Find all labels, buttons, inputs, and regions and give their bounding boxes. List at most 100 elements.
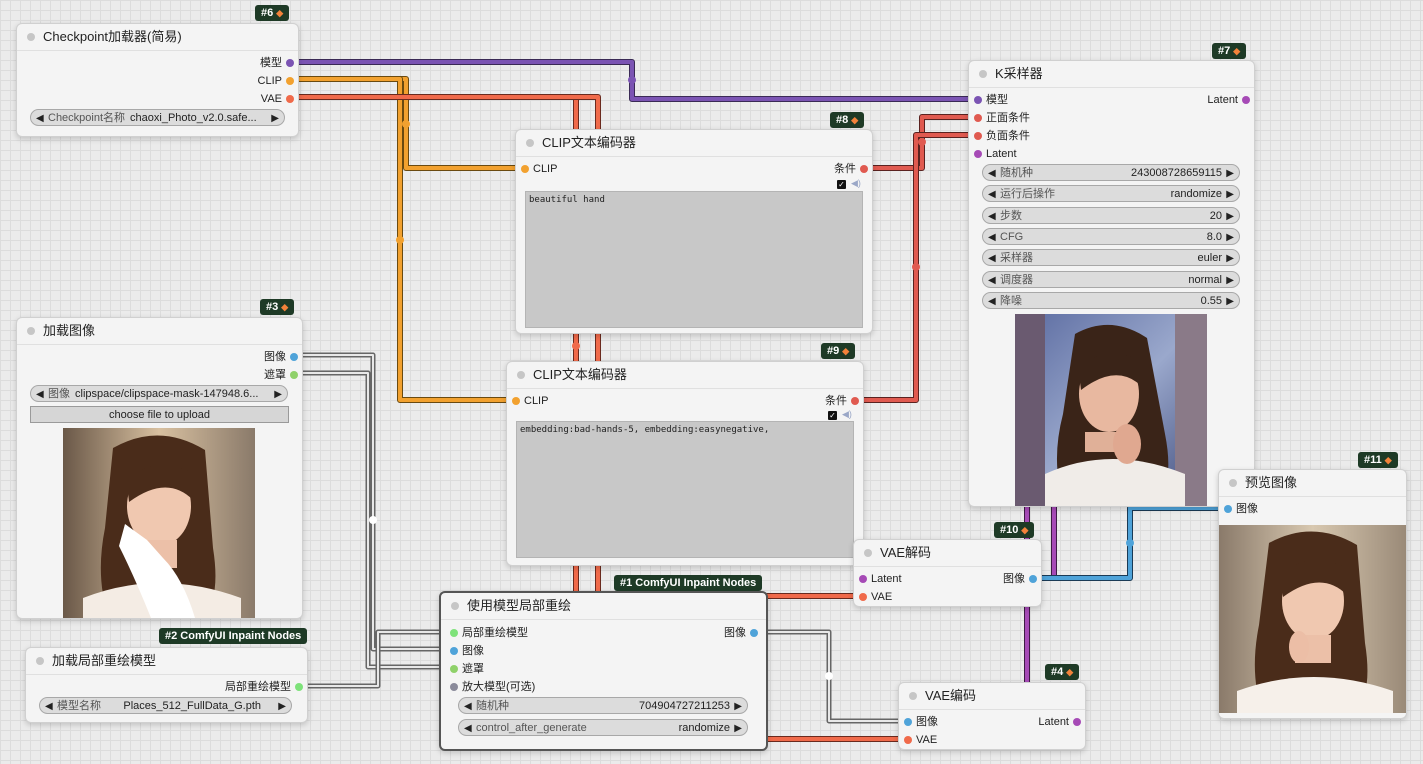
fox-icon: ◆ bbox=[1384, 455, 1392, 465]
collapse-dot-icon[interactable] bbox=[36, 657, 44, 665]
input-model[interactable]: 模型 bbox=[974, 92, 1008, 108]
output-image[interactable]: 图像 bbox=[1003, 571, 1037, 587]
fox-icon: ◆ bbox=[1233, 46, 1241, 56]
wire-image-preview bbox=[1032, 505, 1226, 581]
input-mask[interactable]: 遮罩 bbox=[450, 661, 484, 677]
input-clip[interactable]: CLIP bbox=[512, 393, 548, 409]
input-vae[interactable]: VAE bbox=[904, 732, 937, 748]
node-badge: #2 ComfyUI Inpaint Nodes bbox=[159, 628, 308, 644]
input-image[interactable]: 图像 bbox=[450, 643, 484, 659]
wire-clip-negative bbox=[290, 76, 512, 403]
input-positive[interactable]: 正面条件 bbox=[974, 110, 1030, 126]
node-title[interactable]: 预览图像 bbox=[1219, 470, 1406, 497]
wire-inpaint-model bbox=[297, 629, 452, 689]
output-latent[interactable]: Latent bbox=[1207, 92, 1250, 108]
wire-clip-positive bbox=[290, 76, 521, 171]
fox-icon: ◆ bbox=[281, 302, 289, 312]
checkmark-icon[interactable]: ✓ bbox=[837, 180, 846, 189]
collapse-dot-icon[interactable] bbox=[864, 549, 872, 557]
node-title[interactable]: 加载局部重绘模型 bbox=[26, 648, 307, 675]
node-badge: #10◆ bbox=[994, 522, 1035, 538]
node-title[interactable]: 加载图像 bbox=[17, 318, 302, 345]
node-title[interactable]: VAE编码 bbox=[899, 683, 1085, 710]
output-model[interactable]: 模型 bbox=[260, 55, 294, 71]
output-image[interactable]: 图像 bbox=[264, 349, 298, 365]
output-latent[interactable]: Latent bbox=[1038, 714, 1081, 730]
output-image[interactable]: 图像 bbox=[724, 625, 758, 641]
input-image[interactable]: 图像 bbox=[1224, 501, 1258, 517]
collapse-dot-icon[interactable] bbox=[27, 327, 35, 335]
node-badge: #11◆ bbox=[1358, 452, 1398, 468]
node-badge: #4◆ bbox=[1045, 664, 1080, 680]
speaker-icon[interactable]: ◀) bbox=[851, 178, 861, 188]
clip-text-encode-positive-node[interactable]: CLIP文本编码器 CLIP 条件 ✓ ◀) beautiful hand bbox=[515, 129, 873, 334]
ksampler-preview-image bbox=[1015, 314, 1207, 506]
node-title[interactable]: Checkpoint加载器(简易) bbox=[17, 24, 298, 51]
output-inpaint-model[interactable]: 局部重绘模型 bbox=[225, 679, 303, 695]
collapse-dot-icon[interactable] bbox=[526, 139, 534, 147]
node-badge: #6◆ bbox=[255, 5, 290, 21]
collapse-dot-icon[interactable] bbox=[979, 70, 987, 78]
node-badge: #1 ComfyUI Inpaint Nodes bbox=[614, 575, 763, 591]
collapse-dot-icon[interactable] bbox=[1229, 479, 1237, 487]
fox-icon: ◆ bbox=[842, 346, 850, 356]
output-mask[interactable]: 遮罩 bbox=[264, 367, 298, 383]
node-title[interactable]: K采样器 bbox=[969, 61, 1254, 88]
input-vae[interactable]: VAE bbox=[859, 589, 892, 605]
checkmark-icon[interactable]: ✓ bbox=[828, 411, 837, 420]
wire-load-mask bbox=[294, 370, 452, 670]
speaker-icon[interactable]: ◀) bbox=[842, 409, 852, 419]
input-latent[interactable]: Latent bbox=[974, 146, 1017, 162]
node-title[interactable]: VAE解码 bbox=[854, 540, 1041, 567]
preview-output-image bbox=[1219, 525, 1406, 713]
node-badge: #8◆ bbox=[830, 112, 865, 128]
wire-positive-cond bbox=[863, 114, 975, 171]
wire-negative-cond bbox=[855, 132, 975, 403]
preview-image-node[interactable]: 预览图像 图像 bbox=[1218, 469, 1407, 719]
collapse-dot-icon[interactable] bbox=[909, 692, 917, 700]
upload-button[interactable]: choose file to upload bbox=[30, 406, 289, 423]
input-upscale-model[interactable]: 放大模型(可选) bbox=[450, 679, 535, 695]
input-inpaint-model[interactable]: 局部重绘模型 bbox=[450, 625, 528, 641]
collapse-dot-icon[interactable] bbox=[451, 602, 459, 610]
output-conditioning[interactable]: 条件 bbox=[834, 161, 868, 177]
checkpoint-loader-node[interactable]: Checkpoint加载器(简易) 模型 CLIP VAE ◀ Checkpoi… bbox=[16, 23, 299, 137]
input-negative[interactable]: 负面条件 bbox=[974, 128, 1030, 144]
output-vae[interactable]: VAE bbox=[261, 91, 294, 107]
fox-icon: ◆ bbox=[276, 8, 284, 18]
wire-model bbox=[290, 59, 975, 102]
prompt-textarea[interactable]: embedding:bad-hands-5, embedding:easyneg… bbox=[516, 421, 854, 558]
input-latent[interactable]: Latent bbox=[859, 571, 902, 587]
fox-icon: ◆ bbox=[1021, 525, 1029, 535]
output-clip[interactable]: CLIP bbox=[258, 73, 294, 89]
node-title[interactable]: CLIP文本编码器 bbox=[507, 362, 863, 389]
vae-decode-node[interactable]: VAE解码 Latent VAE 图像 bbox=[853, 539, 1042, 607]
input-clip[interactable]: CLIP bbox=[521, 161, 557, 177]
prompt-textarea[interactable]: beautiful hand bbox=[525, 191, 863, 328]
output-conditioning[interactable]: 条件 bbox=[825, 393, 859, 409]
vae-encode-node[interactable]: VAE编码 图像 VAE Latent bbox=[898, 682, 1086, 750]
input-image[interactable]: 图像 bbox=[904, 714, 938, 730]
collapse-dot-icon[interactable] bbox=[27, 33, 35, 41]
node-title[interactable]: 使用模型局部重绘 bbox=[441, 593, 766, 620]
node-title[interactable]: CLIP文本编码器 bbox=[516, 130, 872, 157]
node-badge: #9◆ bbox=[821, 343, 856, 359]
collapse-dot-icon[interactable] bbox=[517, 371, 525, 379]
clip-text-encode-negative-node[interactable]: CLIP文本编码器 CLIP 条件 ✓ ◀) embedding:bad-han… bbox=[506, 361, 864, 566]
